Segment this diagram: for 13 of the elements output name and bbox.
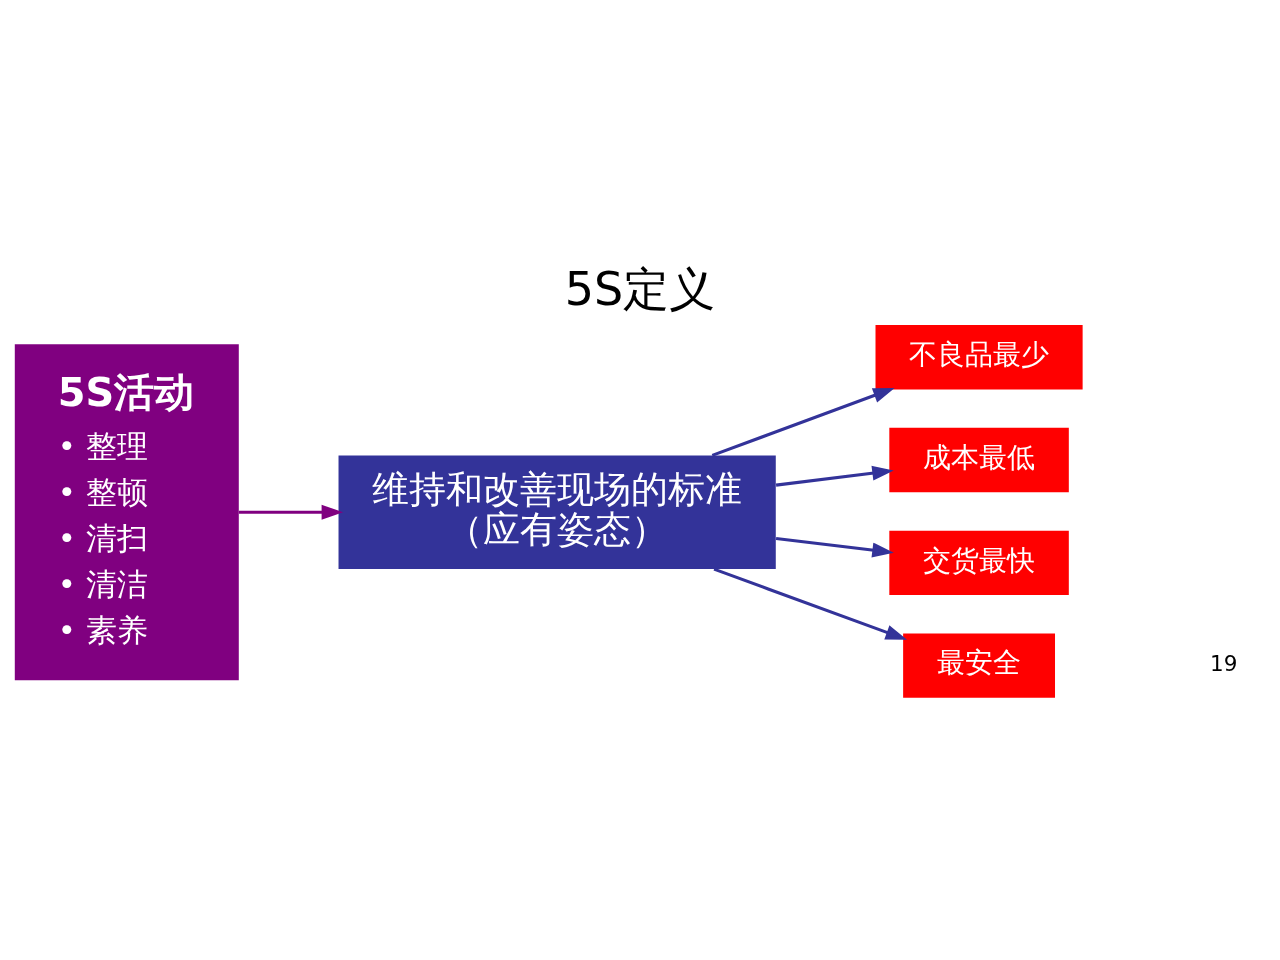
node-box: 成本最低 (889, 427, 1069, 493)
arrow (713, 567, 908, 640)
arrow (238, 504, 344, 520)
arrow (775, 536, 894, 558)
node-box: 5S活动 • 整理 • 整顿 • 清扫 • 清洁 • 素养 (14, 344, 239, 681)
node-box: 最安全 (903, 633, 1055, 698)
diagram-title: 5S定义 (564, 262, 716, 317)
node-box: 维持和改善现场的标准 （应有姿态） (338, 455, 776, 569)
node-box: 不良品最少 (875, 325, 1083, 390)
arrow (711, 387, 895, 457)
arrow (775, 465, 894, 487)
node-box: 交货最快 (889, 530, 1069, 596)
label: 19 (1210, 651, 1238, 677)
